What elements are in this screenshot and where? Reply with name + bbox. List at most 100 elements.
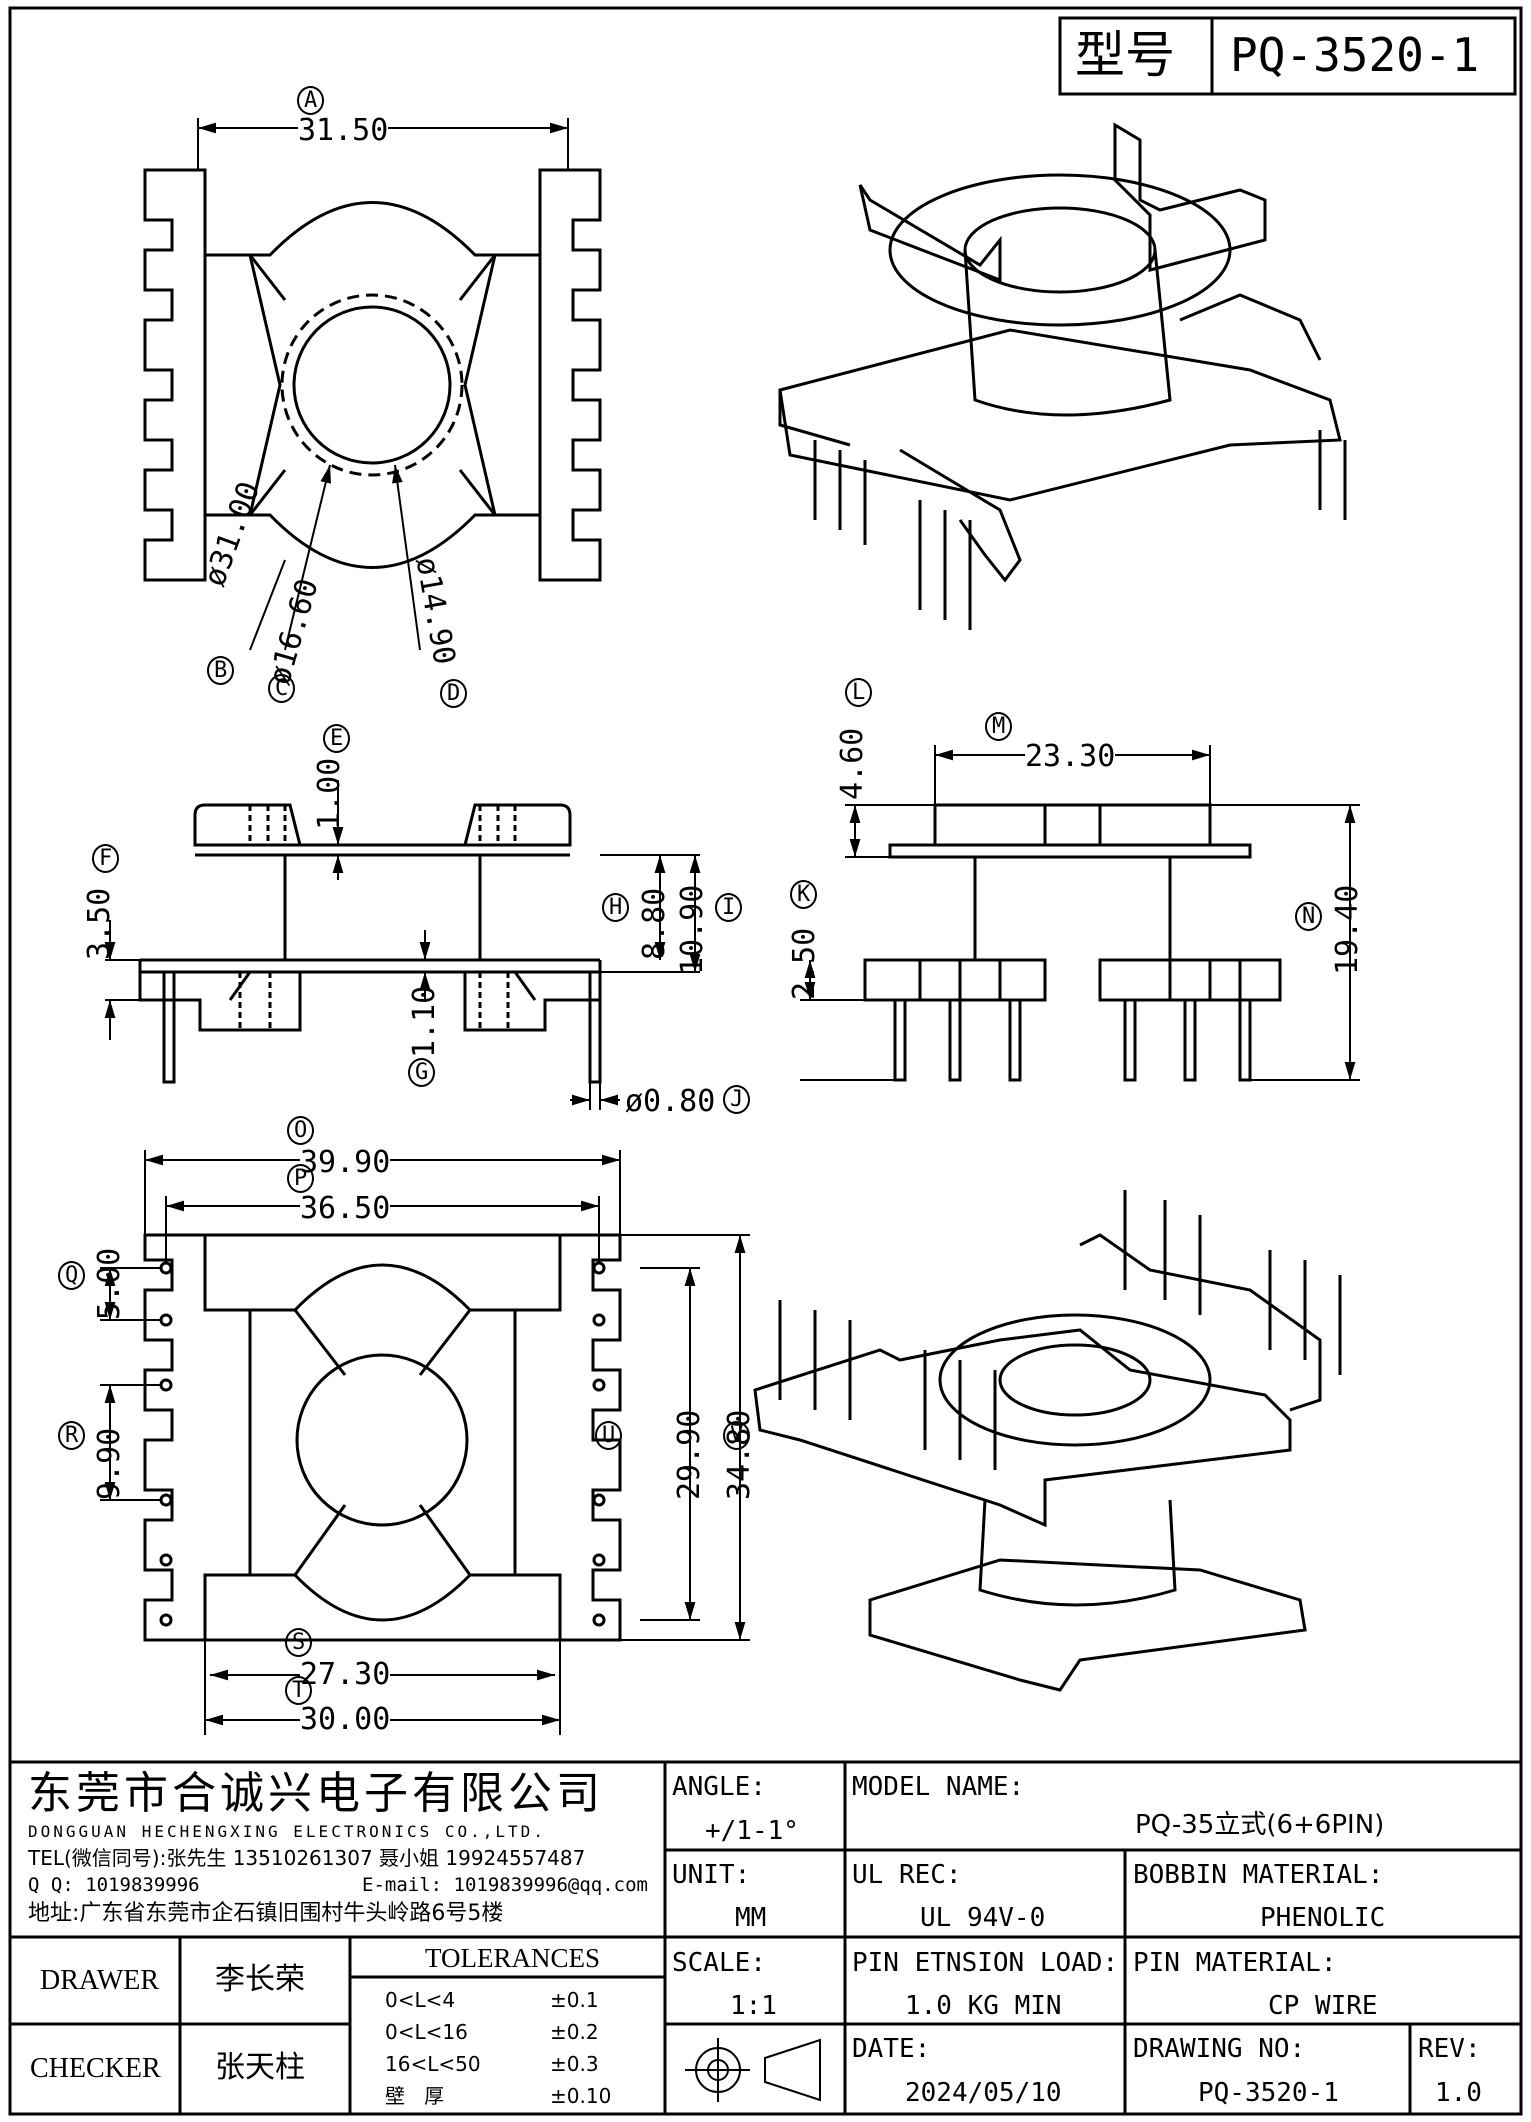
- dim-s: S: [285, 1628, 313, 1657]
- pin-load-value: 1.0 KG MIN: [905, 1991, 1062, 2021]
- checker-value: 张天柱: [215, 2050, 305, 2085]
- dim-u: U: [595, 1421, 623, 1450]
- bottom-view: [143, 1233, 622, 1642]
- dim-a-letter: A: [297, 86, 325, 115]
- scale-label: SCALE:: [672, 1948, 766, 1978]
- dim-t: T: [285, 1676, 313, 1705]
- date-value: 2024/05/10: [905, 2078, 1062, 2108]
- dim-e: E: [323, 724, 351, 753]
- bobbin-label: BOBBIN MATERIAL:: [1133, 1860, 1384, 1890]
- dim-b-letter: B: [207, 656, 235, 685]
- dim-c-letter: C: [268, 674, 296, 703]
- title-block-grid: [10, 1760, 1521, 2114]
- dim-t-value: 30.00: [300, 1702, 391, 1737]
- top-view: [143, 168, 602, 582]
- front-view-dims: [104, 780, 701, 1110]
- dim-g-value: 1.10: [407, 985, 442, 1058]
- ul-label: UL REC:: [852, 1860, 962, 1890]
- date-label: DATE:: [852, 2034, 931, 2064]
- model-name-label: MODEL NAME:: [852, 1772, 1025, 1802]
- unit-value: MM: [735, 1903, 767, 1933]
- company-name-cn: 东莞市合诚兴电子有限公司: [28, 1768, 604, 1819]
- isometric-view-bottom: [753, 1190, 1342, 1692]
- dim-f: F: [92, 844, 120, 873]
- dim-i-value: 10.90: [675, 884, 710, 975]
- dim-i: I: [715, 893, 743, 922]
- dim-b: B: [207, 656, 235, 685]
- angle-label: ANGLE:: [672, 1772, 766, 1802]
- dim-l: L: [845, 678, 873, 707]
- side-view: [863, 803, 1282, 1082]
- dim-t-letter: T: [285, 1676, 313, 1705]
- dim-n-value: 19.40: [1330, 884, 1365, 975]
- dim-q-value: 5.00: [92, 1247, 127, 1320]
- unit-label: UNIT:: [672, 1860, 751, 1890]
- tolerance-value-3: ±0.10: [550, 2084, 612, 2108]
- checker-label: CHECKER: [30, 2053, 161, 2084]
- dim-j: J: [723, 1085, 751, 1114]
- dim-q: Q: [58, 1261, 86, 1290]
- pin-material-value: CP WIRE: [1268, 1991, 1378, 2021]
- dim-h-value: 8.80: [637, 887, 672, 960]
- dim-v: V: [723, 1421, 751, 1450]
- model-header-label: 型号: [1075, 26, 1175, 84]
- dim-m: M: [985, 712, 1013, 741]
- dim-f-letter: F: [92, 844, 120, 873]
- scale-value: 1:1: [730, 1991, 777, 2021]
- dim-j-value: ø0.80: [625, 1084, 716, 1119]
- dim-p-value: 36.50: [300, 1191, 391, 1226]
- dim-g: G: [408, 1058, 436, 1087]
- drawing-no-value: PQ-3520-1: [1198, 2078, 1339, 2108]
- dim-d: D: [440, 679, 468, 708]
- projection-symbol: [685, 2038, 821, 2102]
- dim-n: N: [1295, 902, 1323, 931]
- bottom-view-dims: [100, 1150, 750, 1735]
- tolerance-value-0: ±0.1: [550, 1988, 599, 2012]
- dim-h: H: [602, 893, 630, 922]
- company-name-en: DONGGUAN HECHENGXING ELECTRONICS CO.,LTD…: [28, 1822, 546, 1841]
- company-email: E-mail: 1019839996@qq.com: [362, 1874, 648, 1896]
- dim-r-letter: R: [58, 1421, 86, 1450]
- side-view-dims: [800, 745, 1360, 1081]
- dim-p: P: [287, 1164, 315, 1193]
- dim-v-value: 34.80: [722, 1409, 757, 1500]
- dim-m-letter: M: [985, 712, 1013, 741]
- dim-l-value: 4.60: [835, 727, 870, 800]
- dim-k-value: 2.50: [787, 927, 822, 1000]
- dim-v-letter: V: [723, 1421, 751, 1450]
- dim-r: R: [58, 1421, 86, 1450]
- dim-o: O: [287, 1116, 315, 1145]
- rev-value: 1.0: [1435, 2078, 1482, 2108]
- dim-k: K: [790, 880, 818, 909]
- dim-e-value: 1.00: [312, 757, 347, 830]
- dim-g-letter: G: [408, 1058, 436, 1087]
- pin-load-label: PIN ETNSION LOAD:: [852, 1948, 1119, 1978]
- dim-n-letter: N: [1295, 902, 1323, 931]
- dim-u-letter: U: [595, 1421, 623, 1450]
- top-view-dims: [197, 118, 569, 651]
- dim-r-value: 9.90: [92, 1427, 127, 1500]
- model-name-value: PQ-35立式(6+6PIN): [1135, 1810, 1385, 1840]
- tolerance-range-1: 0<L<16: [385, 2020, 468, 2044]
- tolerance-range-2: 16<L<50: [385, 2052, 481, 2076]
- dim-h-letter: H: [602, 893, 630, 922]
- dim-a-value: 31.50: [298, 113, 389, 148]
- dim-e-letter: E: [323, 724, 351, 753]
- front-view: [138, 803, 602, 1084]
- isometric-view-top: [778, 122, 1347, 630]
- company-qq: Q Q: 1019839996: [28, 1874, 200, 1896]
- tolerances-label: TOLERANCES: [425, 1943, 601, 1973]
- tolerance-range-0: 0<L<4: [385, 1988, 456, 2012]
- tolerance-value-2: ±0.3: [550, 2052, 599, 2076]
- dim-f-value: 3.50: [82, 887, 117, 960]
- dim-o-letter: O: [287, 1116, 315, 1145]
- tolerance-value-1: ±0.2: [550, 2020, 599, 2044]
- dim-d-letter: D: [440, 679, 468, 708]
- dim-c: C: [268, 674, 296, 703]
- dim-s-letter: S: [285, 1628, 313, 1657]
- dim-k-letter: K: [790, 880, 818, 909]
- ul-value: UL 94V-0: [920, 1903, 1046, 1933]
- company-tel: TEL(微信同号):张先生 13510261307 聂小姐 1992455748…: [28, 1846, 586, 1870]
